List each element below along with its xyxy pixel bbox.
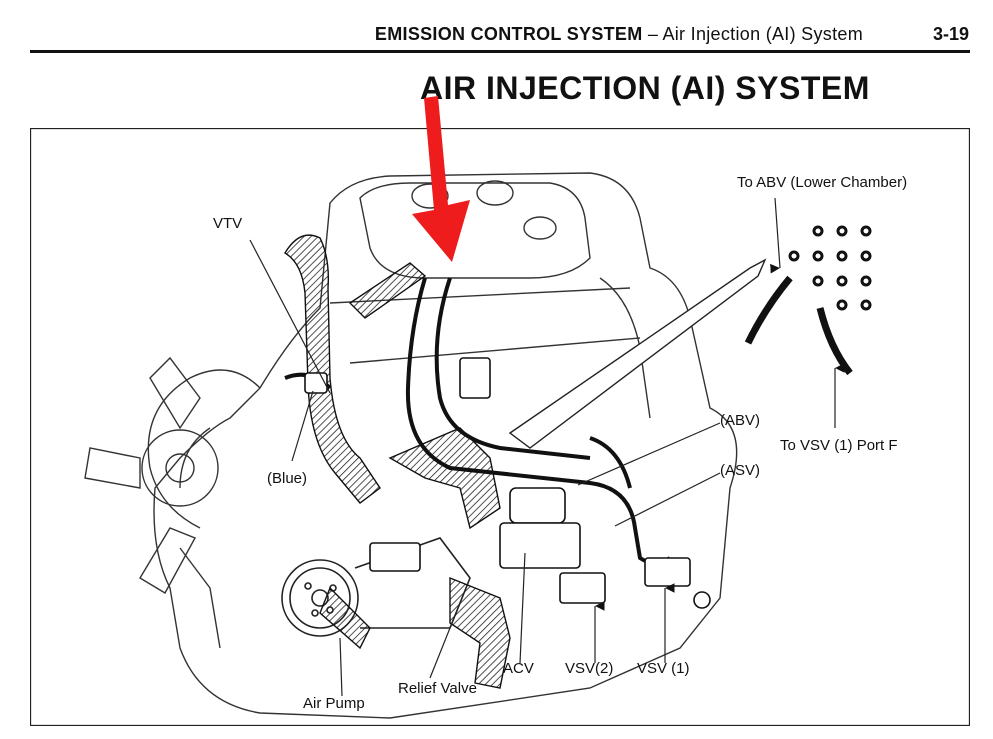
valve-assemblies [304,357,711,609]
engine-diagram: VTV (Blue) To ABV (Lower Chamber) (ABV) … [30,128,970,726]
section-heading-rest: – Air Injection (AI) System [647,24,863,44]
page-number: 3-19 [932,24,969,44]
figure-frame [30,128,970,726]
vtv-label: VTV [213,215,243,232]
section-heading: EMISSION CONTROL SYSTEM – Air Injection … [375,24,863,45]
air-hoses [284,234,511,689]
header-rule [30,50,970,53]
abv-port-inset [744,225,872,376]
to-abv-label: To ABV (Lower Chamber) [737,174,908,191]
asv-label: (ASV) [720,462,761,479]
abv-label: (ABV) [720,412,761,429]
leader-lines [249,197,845,697]
inset-pointer-arrow [508,258,767,449]
engine-illustration [30,128,970,726]
section-heading-bold: EMISSION CONTROL SYSTEM [374,24,643,44]
blue-label: (Blue) [267,470,308,487]
cooling-fan [84,356,219,594]
to-vsv-label: To VSV (1) Port F [780,437,898,454]
vsv1-label: VSV (1) [637,660,690,677]
running-header: EMISSION CONTROL SYSTEM – Air Injection … [0,0,993,60]
vsv2-label: VSV(2) [565,660,614,677]
air-pump-label: Air Pump [303,695,365,712]
acv-label: ACV [503,660,534,677]
relief-valve-label: Relief Valve [398,680,477,697]
page-title: AIR INJECTION (AI) SYSTEM [420,70,870,106]
vacuum-lines [284,277,672,565]
